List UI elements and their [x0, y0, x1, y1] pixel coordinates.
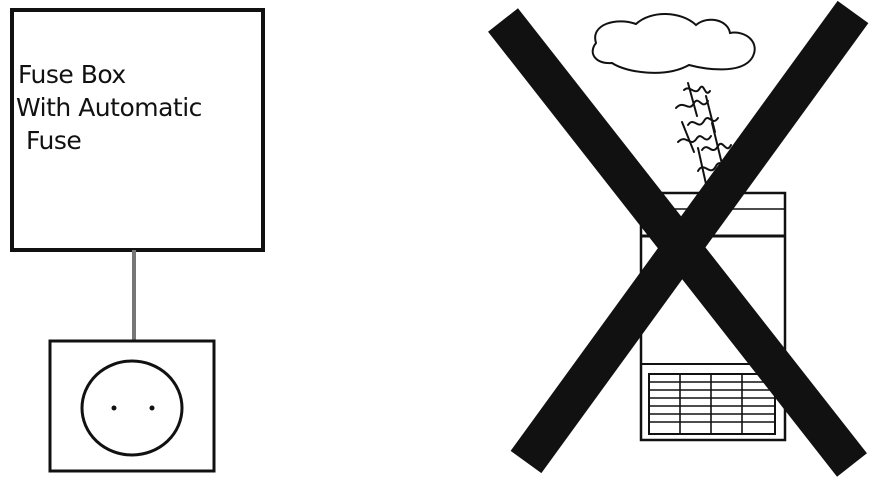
rain-cloud-icon: [593, 14, 755, 73]
fuse-box-label: Fuse Box With Automatic Fuse: [18, 58, 253, 157]
fuse-box-label-line-1: Fuse Box: [18, 58, 253, 91]
fuse-box-label-line-2: With Automatic: [16, 91, 253, 124]
wall-socket-icon: [50, 341, 214, 471]
fuse-box-label-line-3: Fuse: [26, 124, 253, 157]
